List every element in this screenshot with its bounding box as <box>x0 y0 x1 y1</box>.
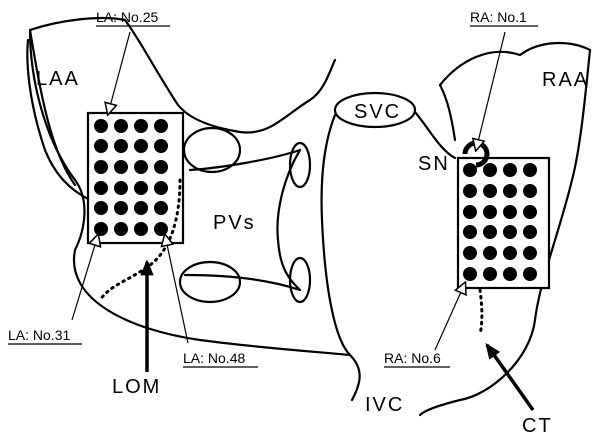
ra-electrode <box>463 205 477 219</box>
ra-electrode <box>483 184 497 198</box>
la-electrode <box>134 201 148 215</box>
ra-electrode <box>483 163 497 177</box>
la-electrode <box>94 139 108 153</box>
la-electrode <box>154 201 168 215</box>
la-25-arrow <box>108 32 130 114</box>
ra-electrode <box>503 184 517 198</box>
la-48-callout: LA: No.48 <box>183 350 245 366</box>
ra-electrode <box>523 205 537 219</box>
la-electrode <box>154 160 168 174</box>
la-electrode <box>154 139 168 153</box>
la-electrode <box>134 160 148 174</box>
ra-electrode <box>503 205 517 219</box>
la-electrode <box>114 222 128 236</box>
ra-electrode <box>483 246 497 260</box>
ra-electrode <box>463 184 477 198</box>
svc-label: SVC <box>354 101 401 123</box>
ra-1-callout: RA: No.1 <box>470 9 527 25</box>
ra-electrode <box>523 184 537 198</box>
la-electrode <box>114 160 128 174</box>
ct-arrow <box>487 345 533 410</box>
ra-electrode <box>523 225 537 239</box>
laa-lobe <box>30 30 75 185</box>
ra-6-arrow <box>435 283 465 350</box>
la-electrode <box>154 119 168 133</box>
pvs-label: PVs <box>213 212 256 234</box>
raa-label: RAA <box>542 69 589 91</box>
ra-electrode <box>523 267 537 281</box>
la-electrode <box>154 222 168 236</box>
laa-label: LAA <box>36 68 80 90</box>
la-31-callout: LA: No.31 <box>8 327 70 343</box>
la-electrode <box>154 181 168 195</box>
la-electrode <box>114 201 128 215</box>
ra-electrode <box>523 246 537 260</box>
ra-electrode <box>463 225 477 239</box>
pv-upper-left <box>184 128 240 172</box>
ivc-label: IVC <box>365 394 404 416</box>
pv-lower-left <box>180 262 240 302</box>
ra-electrode <box>523 163 537 177</box>
ra-electrode <box>483 205 497 219</box>
pv-lower-right <box>290 258 310 302</box>
la-electrode <box>94 222 108 236</box>
ra-electrode <box>503 225 517 239</box>
ra-electrode <box>463 246 477 260</box>
la-electrode <box>94 160 108 174</box>
svc-to-ra <box>415 112 455 158</box>
la-electrode <box>94 201 108 215</box>
ct-dotted-line <box>480 290 482 335</box>
la-electrode <box>94 119 108 133</box>
ct-label: CT <box>522 415 553 437</box>
sn-label: SN <box>418 153 450 175</box>
svc-left-wall <box>322 115 360 400</box>
ra-1-arrow <box>476 32 505 150</box>
ra-electrode <box>503 267 517 281</box>
ra-electrode <box>503 246 517 260</box>
ra-electrode <box>503 163 517 177</box>
la-48-arrow <box>165 235 188 343</box>
la-25-callout: LA: No.25 <box>96 9 158 25</box>
ra-6-callout: RA: No.6 <box>384 350 441 366</box>
ra-electrode <box>483 267 497 281</box>
ra-electrode <box>483 225 497 239</box>
la-electrode <box>134 222 148 236</box>
ra-electrode <box>463 163 477 177</box>
la-electrode <box>94 181 108 195</box>
lom-label: LOM <box>112 376 161 398</box>
la-electrode <box>134 139 148 153</box>
raa-inner <box>440 85 455 140</box>
la-electrode <box>114 139 128 153</box>
la-electrode <box>114 119 128 133</box>
la-electrode <box>134 181 148 195</box>
la-electrode <box>114 181 128 195</box>
la-electrode <box>134 119 148 133</box>
ra-electrode <box>463 267 477 281</box>
